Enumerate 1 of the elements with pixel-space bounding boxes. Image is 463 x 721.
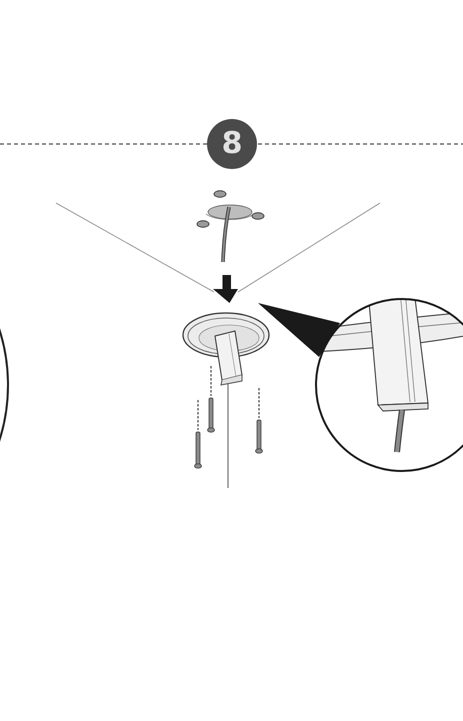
step-number-badge: 8 bbox=[207, 119, 257, 169]
